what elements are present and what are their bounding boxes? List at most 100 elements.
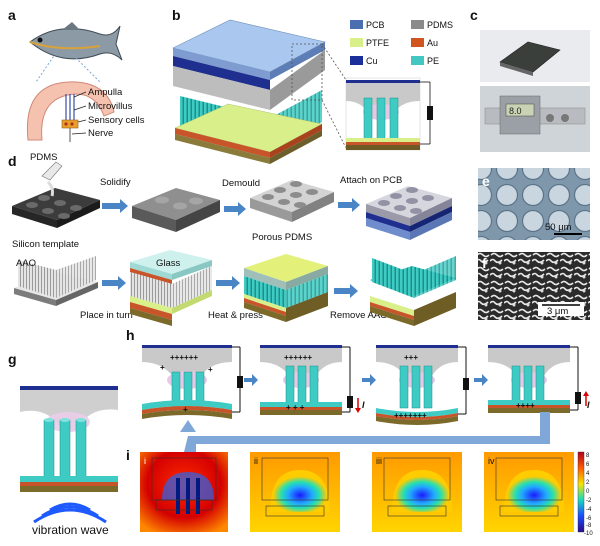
caliper-readout: 8.0 (509, 106, 522, 116)
label-nerve: Nerve (88, 128, 113, 139)
colorbar-tick-5: -2 (586, 498, 592, 504)
svg-text:++++++: ++++++ (170, 353, 198, 362)
arrow-remove (334, 284, 358, 298)
pcb-base (175, 134, 270, 164)
panel-i: i i ii iii (126, 447, 593, 537)
label-silicon-template: Silicon template (12, 239, 79, 250)
svg-text:+: + (160, 363, 165, 372)
legend-pdms: PDMS (427, 20, 453, 30)
colorbar-tick-0: 8 (586, 453, 590, 459)
panel-c: c 8.0 (470, 7, 590, 152)
panel-b: b (172, 7, 453, 164)
colorbar-tick-2: 4 (586, 471, 590, 477)
panel-f-letter: f (482, 255, 487, 271)
field-map-iii-label: iii (376, 456, 382, 466)
colorbar-tick-9: -10 (584, 531, 593, 537)
final-pillar-device (370, 256, 456, 326)
legend-pcb: PCB (366, 20, 385, 30)
stacked-assembly (130, 250, 212, 326)
colorbar-tick-3: 2 (586, 480, 590, 486)
pdms-layer-side (270, 50, 325, 110)
scale-label-f: 3 μm (547, 306, 568, 317)
arrow-place (102, 276, 126, 290)
au-base (175, 128, 270, 158)
cross-section-inset (345, 77, 433, 151)
pressed-assembly (244, 254, 328, 322)
ampulla-diagram (26, 81, 115, 142)
vibration-wave-icon (33, 502, 107, 524)
arrow-h-1 (244, 374, 258, 386)
field-map-i-label: i (144, 456, 146, 466)
panel-i-letter: i (126, 447, 130, 463)
label-microvillus: Microvillus (88, 101, 133, 112)
cu-layer (173, 56, 270, 90)
solidified-block (132, 188, 220, 232)
label-pdms-pour: PDMS (30, 152, 57, 163)
panel-f: f 3 μm (478, 252, 590, 320)
label-attach-on-pcb: Attach on PCB (340, 175, 402, 186)
field-map-iv: iv (484, 452, 574, 532)
panel-c-letter: c (470, 7, 478, 23)
fish-illustration (29, 22, 123, 61)
pdms-layer (173, 66, 270, 110)
legend-cu: Cu (366, 56, 378, 66)
panel-d: d PDMS Silicon template Solidify (8, 152, 456, 326)
label-place-in-turn: Place in turn (80, 310, 133, 321)
field-map-i: i (140, 452, 228, 532)
porous-pdms (250, 180, 334, 222)
state-iii: iii +++ +++++++ (376, 344, 469, 425)
colorbar-tick-1: 6 (586, 462, 590, 468)
field-map-iii: iii (372, 452, 462, 532)
pdms-on-pcb (366, 186, 452, 240)
resistor-icon (427, 106, 433, 120)
au-base-side (270, 124, 322, 158)
scale-label-e: 50 μm (545, 222, 572, 233)
label-sensory-cells: Sensory cells (88, 115, 145, 126)
arrow-h-3 (474, 374, 488, 386)
arrow-heat (216, 276, 240, 290)
panel-h-letter: h (126, 327, 135, 343)
label-ampulla: Ampulla (88, 87, 123, 98)
arrow-h-2 (362, 374, 376, 386)
label-demould: Demould (222, 178, 260, 189)
field-map-ii-label: ii (254, 456, 258, 466)
svg-text:+++: +++ (404, 353, 418, 362)
panel-g-letter: g (8, 351, 17, 367)
state-iv: iv ++++ I (488, 344, 590, 413)
panel-e: e 50 μm (478, 168, 590, 240)
label-solidify: Solidify (100, 177, 131, 188)
legend-ptfe: PTFE (366, 38, 389, 48)
svg-text:+++++++: +++++++ (394, 411, 427, 420)
label-vibration-wave: vibration wave (32, 523, 109, 537)
pcb-side-right (270, 42, 325, 80)
colorbar-tick-7: -6 (586, 516, 592, 522)
label-porous-pdms: Porous PDMS (252, 232, 312, 243)
aao-template (14, 256, 98, 306)
label-heat-press: Heat & press (208, 310, 263, 321)
silicon-template (12, 161, 100, 228)
svg-text:+: + (208, 365, 213, 374)
label-aao: AAO (16, 258, 36, 269)
svg-text:+ + +: + + + (286, 403, 305, 412)
label-glass: Glass (156, 258, 181, 269)
state-i: i ++++++ + + + (142, 344, 243, 419)
panel-a-letter: a (8, 7, 16, 23)
arrow-demould (224, 202, 246, 216)
current-label-iv: I (587, 400, 590, 410)
state-ii: ii ++++++ + + + I (260, 344, 365, 415)
panel-a: a Ampulla Microvillus Sensory cells Nerv (8, 7, 145, 142)
colorbar-tick-8: -8 (586, 523, 592, 529)
material-legend: PCB PDMS PTFE Au Cu PE (350, 20, 453, 66)
arrow-solidify (102, 199, 128, 213)
legend-au: Au (427, 38, 438, 48)
pcb-base-side (270, 130, 322, 164)
panel-e-letter: e (482, 173, 490, 189)
return-arrow (184, 412, 550, 452)
svg-text:+: + (183, 405, 188, 414)
optical-image (478, 168, 590, 240)
legend-pe: PE (427, 56, 439, 66)
colorbar-tick-4: 0 (586, 489, 590, 495)
pcb-side-left (173, 48, 270, 80)
current-label-ii: I (362, 400, 365, 410)
field-map-ii: ii (250, 452, 340, 532)
